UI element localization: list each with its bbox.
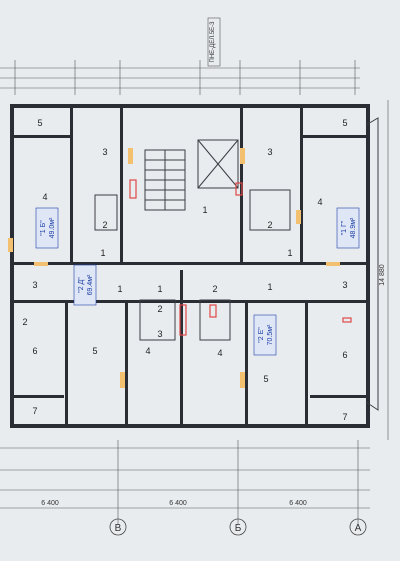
room-number: 5 — [37, 118, 42, 128]
room-number: 1 — [287, 248, 292, 258]
bottom-dimension-lines — [0, 440, 370, 525]
axis-label: В — [115, 523, 122, 534]
apartment-label: "1 Г" — [341, 220, 348, 235]
room-number: 7 — [32, 406, 37, 416]
axis-label: Б — [235, 523, 242, 534]
room-number: 2 — [212, 284, 217, 294]
room-number: 1 — [157, 284, 162, 294]
room-number: 2 — [102, 220, 107, 230]
red-marks — [129, 179, 352, 336]
axis-label: А — [355, 523, 362, 534]
room-number: 4 — [145, 346, 150, 356]
apartment-label: "2 Д" — [78, 277, 85, 293]
top-tag: ПНЕ-ДЕЛ.5Е-3 — [210, 21, 216, 63]
top-dimension-lines — [0, 60, 360, 95]
room-number: 4 — [217, 348, 222, 358]
bathroom-fixtures — [94, 189, 291, 341]
outer-walls — [10, 104, 370, 428]
room-number: 1 — [117, 284, 122, 294]
bottom-dimension: 6 400 — [289, 500, 307, 507]
stair-core — [144, 149, 186, 211]
apartment-area: 49.0м² — [49, 217, 56, 238]
room-number: 5 — [92, 346, 97, 356]
room-number: 3 — [267, 147, 272, 157]
room-number: 3 — [157, 329, 162, 339]
axis-bubbles: В Б А — [109, 518, 367, 536]
room-number: 4 — [317, 197, 322, 207]
room-number: 6 — [32, 346, 37, 356]
apartment-label: "2 Е" — [258, 327, 265, 343]
apartment-area: 69.4м² — [87, 274, 94, 295]
room-number: 3 — [32, 280, 37, 290]
bay-window — [365, 117, 379, 411]
room-number: 2 — [267, 220, 272, 230]
room-number: 1 — [100, 248, 105, 258]
top-tag-box — [207, 17, 221, 67]
room-number: 5 — [263, 374, 268, 384]
apartment-label: "1 Б" — [40, 220, 47, 236]
room-number: 2 — [157, 304, 162, 314]
room-number: 3 — [342, 280, 347, 290]
room-number: 1 — [202, 205, 207, 215]
apartment-area: 70.5м² — [267, 324, 274, 345]
elevator-shaft — [197, 139, 239, 189]
bottom-dimension: 6 400 — [169, 500, 187, 507]
bottom-dimension: 6 400 — [41, 500, 59, 507]
side-dimension: 14 880 — [379, 264, 386, 286]
room-number: 6 — [342, 350, 347, 360]
room-number: 2 — [22, 317, 27, 327]
door-markers — [8, 148, 340, 388]
room-number: 1 — [267, 282, 272, 292]
room-number: 7 — [342, 412, 347, 422]
room-numbers: 5 3 4 2 1 5 3 4 2 1 1 3 1 3 1 1 2 2 6 5 … — [22, 118, 347, 422]
room-number: 4 — [42, 192, 47, 202]
room-number: 3 — [102, 147, 107, 157]
apartment-labels: "1 Б" 49.0м² "1 Г" 48.9м² "2 Д" 69.4м² "… — [35, 207, 360, 356]
room-number: 5 — [342, 118, 347, 128]
apartment-area: 48.9м² — [350, 217, 357, 238]
